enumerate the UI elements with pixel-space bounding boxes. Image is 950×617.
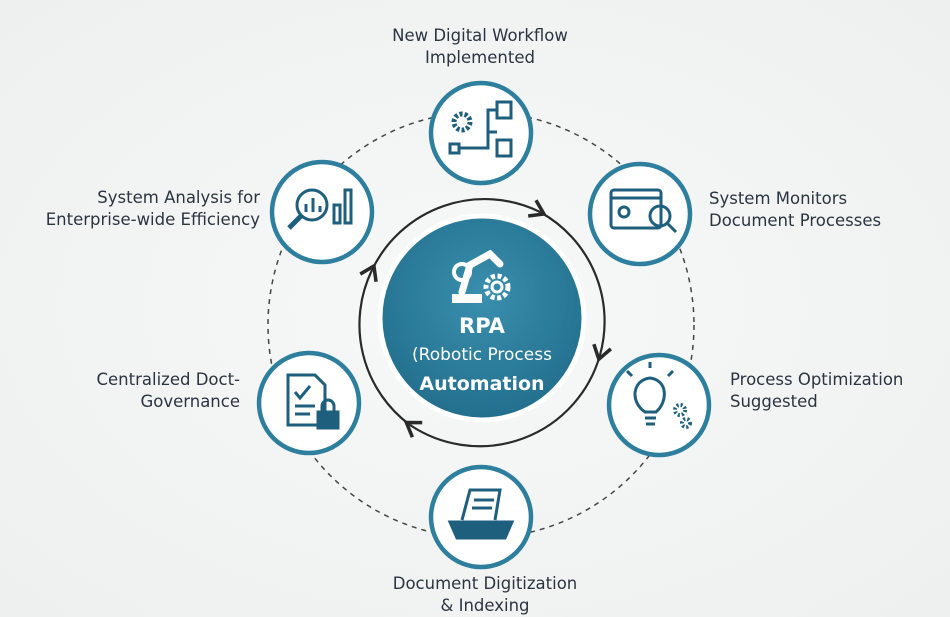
node-circle-governance xyxy=(256,350,362,456)
label-line: Suggested xyxy=(730,392,818,411)
node-circle-digitization xyxy=(428,464,534,570)
label-digitization: Document Digitization & Indexing xyxy=(393,573,578,617)
label-line: Document Digitization xyxy=(392,574,578,593)
cycle-arrows-ring xyxy=(358,198,612,448)
center-title: RPA xyxy=(459,314,505,338)
label-line: Implemented xyxy=(425,48,535,67)
label-line: System Monitors xyxy=(709,189,848,208)
label-line: Enterprise-wide Efficiency xyxy=(45,210,260,229)
label-line: New Digital Workflow xyxy=(392,26,568,45)
label-line: Governance xyxy=(140,392,240,411)
center-circle xyxy=(377,213,587,423)
monitor-chart-magnifier-icon xyxy=(609,188,678,234)
label-workflow: New Digital Workflow Implemented xyxy=(392,25,568,69)
center-line3: Automation xyxy=(419,373,545,395)
label-governance: Centralized Doct- Governance xyxy=(97,369,241,413)
center-label: RPA (Robotic Process Automation xyxy=(412,312,552,399)
node-circle-monitors xyxy=(587,161,693,267)
scanner-icon xyxy=(447,488,515,540)
label-optimization: Process Optimization Suggested xyxy=(730,369,903,413)
label-line: & Indexing xyxy=(440,596,530,615)
node-circle-analysis xyxy=(269,159,375,265)
label-monitors: System Monitors Document Processes xyxy=(709,188,881,232)
label-analysis: System Analysis for Enterprise-wide Effi… xyxy=(46,187,260,231)
lightbulb-gears-icon xyxy=(625,362,692,429)
label-line: Document Processes xyxy=(709,211,882,230)
magnifier-bar-chart-icon xyxy=(287,188,353,230)
center-line2: (Robotic Process xyxy=(412,345,552,365)
label-line: System Analysis for xyxy=(97,188,260,207)
document-lock-icon xyxy=(286,373,340,430)
node-circle-workflow xyxy=(428,80,534,186)
robot-arm-gear-icon xyxy=(452,249,511,303)
workflow-gear-documents-icon xyxy=(448,100,513,158)
node-circle-optimization xyxy=(606,352,712,458)
label-line: Process Optimization xyxy=(730,370,904,389)
label-line: Centralized Doct- xyxy=(96,370,241,389)
